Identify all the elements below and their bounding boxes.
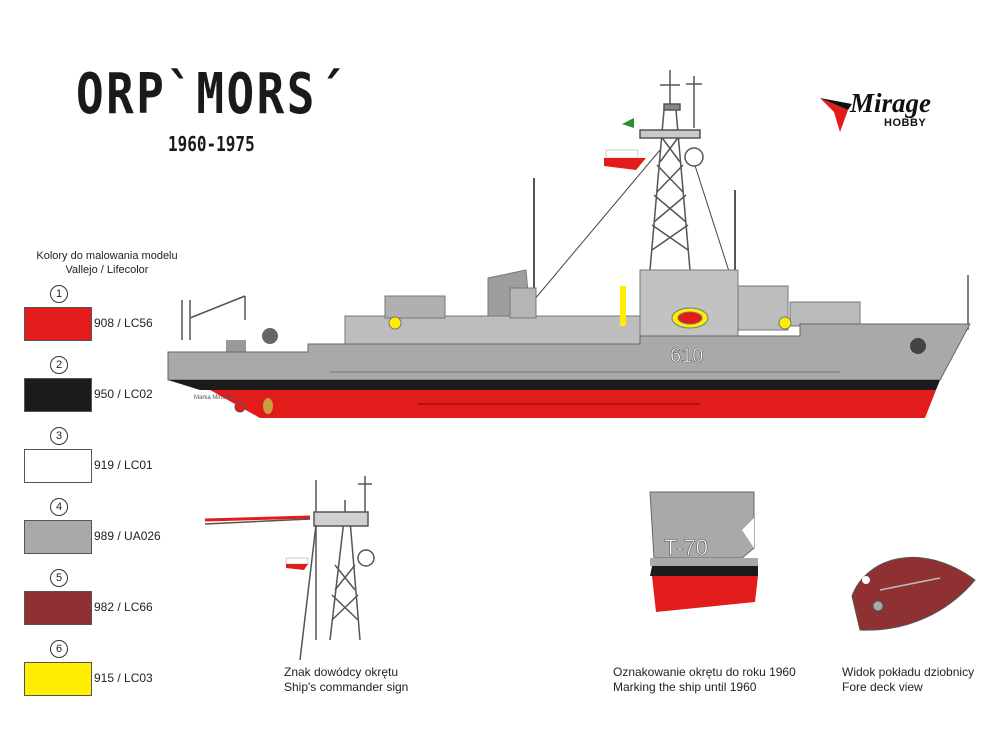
swatch-color-box [24, 307, 92, 341]
palette-heading: Kolory do malowania modelu Vallejo / Lif… [14, 249, 200, 277]
swatch-item: 6 915 / LC03 [24, 640, 204, 704]
logo-swoosh-icon [820, 98, 852, 132]
caption-en: Fore deck view [842, 680, 923, 694]
swatch-code: 989 / UA026 [94, 529, 161, 543]
swatch-code: 915 / LC03 [94, 671, 153, 685]
caption-pl: Znak dowódcy okrętu [284, 665, 399, 679]
deck-crane [181, 295, 246, 340]
fore-deck-detail [851, 556, 976, 631]
superstructure [344, 269, 861, 345]
swatch-code: 908 / LC56 [94, 316, 153, 330]
hull-boot-topping [168, 380, 940, 390]
swatch-number: 6 [50, 640, 68, 658]
page-title: ORP`MORS´ [76, 62, 347, 127]
caption-en: Ship's commander sign [284, 680, 409, 694]
commander-sign-detail [204, 476, 375, 661]
swatch-item: 3 919 / LC01 [24, 427, 204, 491]
swatch-item: 5 982 / LC66 [24, 569, 204, 633]
logo-wordmark: Mirage [850, 88, 931, 118]
artist-signature: Marka Mirosław [194, 395, 237, 401]
swatch-color-box [24, 449, 92, 483]
swatch-code: 950 / LC02 [94, 387, 153, 401]
caption-en: Marking the ship until 1960 [613, 680, 757, 694]
marking-caption: Oznakowanie okrętu do roku 1960 Marking … [613, 665, 796, 695]
swatch-item: 4 989 / UA026 [24, 498, 204, 562]
ship-profile [167, 70, 971, 418]
logo-subtext: HOBBY [884, 117, 927, 129]
marking-detail [649, 491, 758, 612]
swatch-number: 1 [50, 285, 68, 303]
fore-deck-caption: Widok pokładu dziobnicy Fore deck view [842, 665, 974, 695]
swatch-color-box [24, 591, 92, 625]
service-years: 1960-1975 [168, 132, 255, 156]
swatch-item: 1 908 / LC56 [24, 285, 204, 349]
palette-heading-line1: Kolory do malowania modelu [36, 250, 178, 262]
swatch-color-box [24, 520, 92, 554]
swatch-number: 3 [50, 427, 68, 445]
commander-sign-caption: Znak dowódcy okrętu Ship's commander sig… [284, 665, 408, 695]
palette-heading-line2: Vallejo / Lifecolor [65, 264, 149, 276]
swatch-number: 2 [50, 356, 68, 374]
swatch-number: 5 [50, 569, 68, 587]
hull-number: 610 [670, 345, 703, 367]
swatch-code: 919 / LC01 [94, 458, 153, 472]
caption-pl: Oznakowanie okrętu do roku 1960 [613, 665, 796, 679]
mirage-hobby-logo: Mirage HOBBY [818, 86, 958, 138]
lattice-mast [639, 70, 704, 271]
caption-pl: Widok pokładu dziobnicy [842, 665, 975, 679]
old-hull-number: T-70 [664, 535, 708, 560]
swatch-code: 982 / LC66 [94, 600, 153, 614]
swatch-item: 2 950 / LC02 [24, 356, 204, 420]
swatch-number: 4 [50, 498, 68, 516]
swatch-color-box [24, 378, 92, 412]
swatch-color-box [24, 662, 92, 696]
